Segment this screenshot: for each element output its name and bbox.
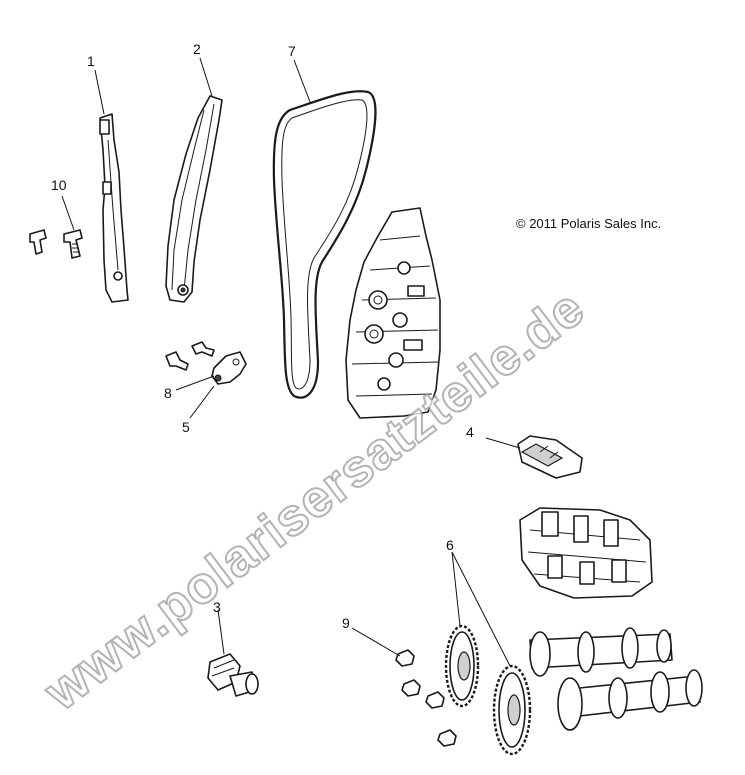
part-6-sprockets[interactable]: [444, 624, 532, 756]
part-4-block[interactable]: [517, 435, 583, 479]
camshaft-intake: [529, 627, 673, 677]
leader-lines: [61, 57, 521, 667]
callout-4: 4: [466, 424, 474, 440]
callout-1: 1: [87, 53, 95, 69]
callout-10: 10: [51, 177, 67, 193]
part-8-bolts[interactable]: [165, 341, 215, 371]
part-3-tensioner-plunger[interactable]: [207, 653, 259, 697]
engine-case: [345, 207, 441, 419]
part-7-timing-chain[interactable]: [272, 90, 377, 399]
callout-6: 6: [446, 537, 454, 553]
part-1-chain-guide[interactable]: [99, 113, 129, 303]
part-9-bolts[interactable]: [395, 649, 457, 747]
camshaft-exhaust: [557, 669, 703, 731]
callout-3: 3: [213, 599, 221, 615]
callout-8: 8: [164, 385, 172, 401]
callout-9: 9: [342, 615, 350, 631]
callout-5: 5: [182, 419, 190, 435]
part-2-tensioner-blade[interactable]: [165, 95, 223, 303]
part-5-tensioner-bracket[interactable]: [211, 351, 247, 385]
callout-7: 7: [288, 43, 296, 59]
copyright-text: © 2011 Polaris Sales Inc.: [516, 216, 661, 231]
watermark-text: www.polarisersatzteile.de: [34, 279, 596, 722]
callout-2: 2: [193, 41, 201, 57]
cam-carrier-assembly: [519, 507, 653, 599]
part-10-bolts[interactable]: [29, 229, 83, 259]
